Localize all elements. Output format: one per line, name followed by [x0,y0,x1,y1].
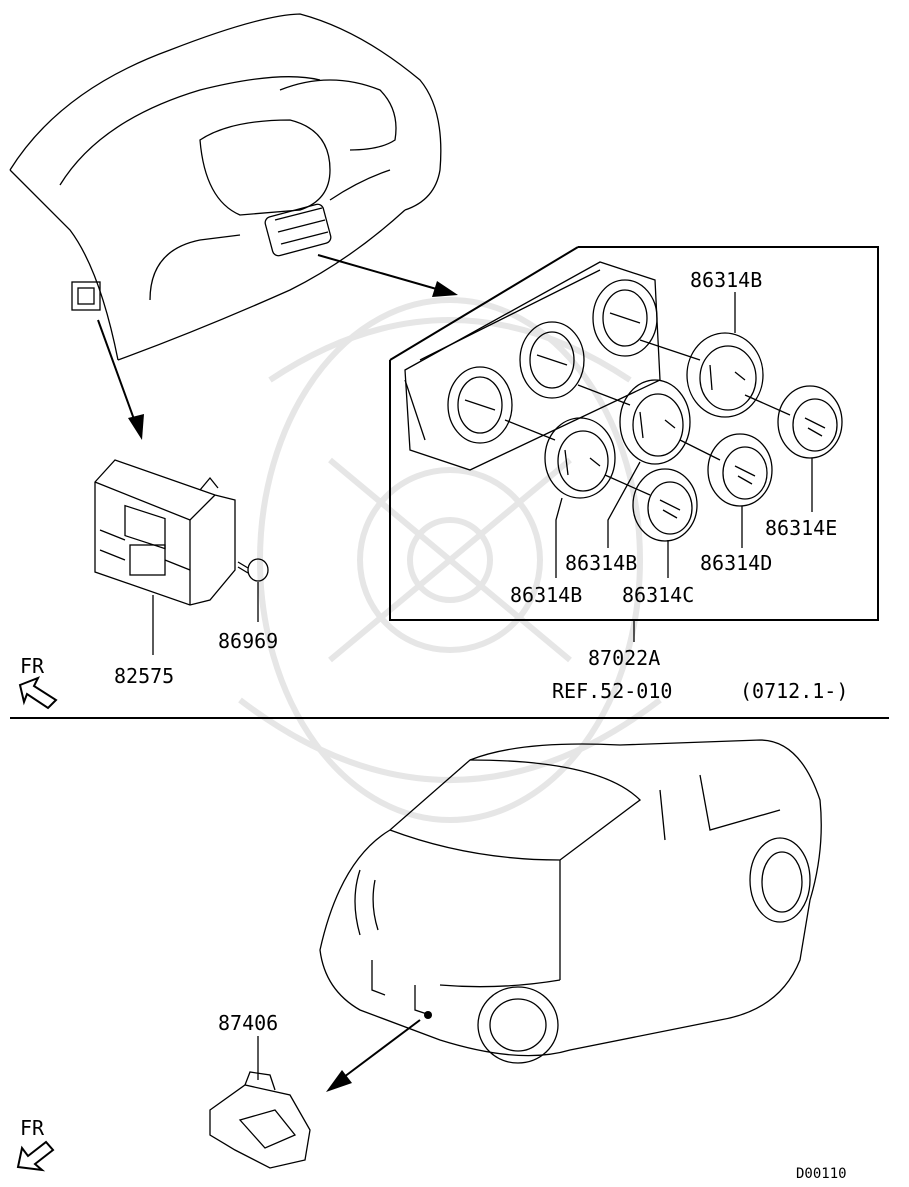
fr-arrow-bottom [16,1140,55,1172]
label-ref-date: (0712.1-) [740,679,848,703]
leader-arrows-top [97,254,458,440]
label-86314e: 86314E [765,516,837,540]
label-86969: 86969 [218,629,278,653]
label-86314b-low: 86314B [510,583,582,607]
label-86314b-top: 86314B [690,268,762,292]
knob-86314b-top [686,332,764,418]
bolt-86969 [237,558,269,622]
knob-86314c [632,468,698,542]
leader-arrow-sensor [326,1019,421,1092]
knob-86314d [707,433,773,507]
sensor-87406 [209,1036,311,1169]
watermark [238,297,662,823]
label-87022a: 87022A [588,646,660,670]
label-86314b-mid: 86314B [565,551,637,575]
knob-86314e [777,385,843,459]
dashboard-illustration [9,13,442,361]
label-ref: REF.52-010 [552,679,672,703]
car-illustration [319,739,822,1064]
label-86314c: 86314C [622,583,694,607]
knob-86314b-mid [619,379,691,465]
heater-control-panel [404,261,661,471]
heater-control-inset [389,246,879,621]
diagram-id: D00110 [796,1166,847,1182]
control-unit-82575 [94,459,236,655]
label-fr-top: FR [20,654,45,678]
label-fr-bottom: FR [20,1116,45,1140]
knob-86314b-low [544,417,616,499]
label-82575: 82575 [114,664,174,688]
label-86314d: 86314D [700,551,772,575]
fr-arrow-top [18,676,58,710]
label-87406: 87406 [218,1011,278,1035]
